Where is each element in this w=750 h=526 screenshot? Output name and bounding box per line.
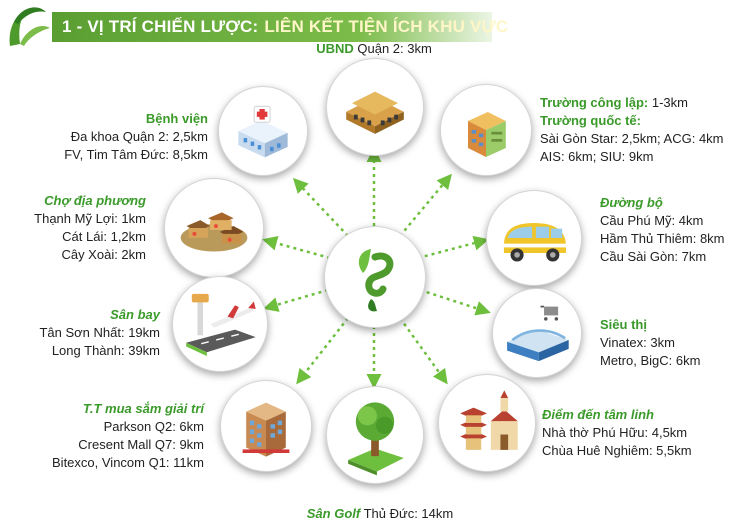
market-label: Chợ địa phương Thạnh Mỹ Lợi: 1km Cát Lái… [10, 192, 146, 264]
shopping-line-3: Bitexco, Vincom Q1: 11km [52, 455, 204, 470]
page-title: 1 - VỊ TRÍ CHIẾN LƯỢC: LIÊN KẾT TIỆN ÍCH … [62, 17, 508, 37]
supermarket-label: Siêu thị Vinatex: 3km Metro, BigC: 6km [600, 316, 750, 370]
arrow-supermarket [419, 288, 491, 316]
shopping-line-2: Cresent Mall Q7: 9km [78, 437, 204, 452]
golf-title: Sân Golf [306, 506, 361, 521]
government-building-icon [346, 91, 404, 134]
arrow-spiritual [398, 317, 448, 385]
title-part-2: LIÊN KẾT TIỆN ÍCH KHU VỰC [264, 17, 509, 36]
ubnd-title: UBND [316, 41, 354, 56]
airport-icon [186, 293, 256, 356]
market-stalls-icon [180, 212, 248, 252]
brand-logo-icon [329, 231, 421, 323]
airport-line-1: Tân Sơn Nhất: 19km [39, 325, 160, 340]
center-logo-circle [324, 226, 426, 328]
school-line-2: AIS: 6km; SIU: 9km [540, 149, 654, 164]
market-circle [164, 178, 264, 278]
airport-title: Sân bay [110, 307, 160, 322]
hospital-title: Bệnh viện [145, 111, 208, 126]
arrow-hospital [292, 177, 349, 237]
mall-building-icon [242, 402, 290, 457]
arrow-school [399, 173, 452, 237]
supermarket-title: Siêu thị [600, 317, 647, 332]
church-pagoda-icon [460, 390, 518, 450]
road-line-3: Cầu Sài Gòn: 7km [600, 249, 707, 264]
title-part-1: 1 - VỊ TRÍ CHIẾN LƯỢC: [62, 17, 259, 36]
spiritual-line-2: Chùa Huê Nghiêm: 5,5km [542, 443, 692, 458]
arrow-market [262, 235, 331, 260]
arrow-airport [263, 288, 329, 312]
road-line-1: Cầu Phú Mỹ: 4km [600, 213, 704, 228]
supermarket-icon [507, 305, 569, 362]
airport-line-2: Long Thành: 39km [51, 343, 160, 358]
hospital-icon [238, 105, 288, 158]
market-line-1: Thạnh Mỹ Lợi: 1km [34, 211, 146, 226]
school-line-1: Sài Gòn Star: 2,5km; ACG: 4km [540, 131, 724, 146]
arrow-shopping [296, 317, 349, 385]
school-label: Trường công lập: 1-3km Trường quốc tế: S… [540, 94, 750, 166]
hospital-line-2: FV, Tim Tâm Đức: 8,5km [64, 147, 208, 162]
hospital-label: Bệnh viện Đa khoa Quận 2: 2,5km FV, Tim … [36, 110, 208, 164]
school-building-icon [468, 112, 506, 157]
spiritual-label: Điểm đến tâm linh Nhà thờ Phú Hữu: 4,5km… [542, 406, 750, 460]
school-circle [440, 84, 532, 176]
shopping-line-1: Parkson Q2: 6km [103, 419, 204, 434]
supermarket-line-1: Vinatex: 3km [600, 335, 675, 350]
school-intl-title: Trường quốc tế: [540, 113, 641, 128]
hospital-line-1: Đa khoa Quận 2: 2,5km [70, 129, 208, 144]
airport-circle [172, 276, 268, 372]
shopping-circle [220, 380, 312, 472]
supermarket-circle [492, 288, 582, 378]
ubnd-distance: Quận 2: 3km [357, 41, 432, 56]
golf-circle [326, 386, 424, 484]
hospital-circle [218, 86, 308, 176]
market-line-3: Cây Xoài: 2km [61, 247, 146, 262]
arrow-road [417, 235, 489, 260]
supermarket-line-2: Metro, BigC: 6km [600, 353, 701, 368]
school-public-distance: 1-3km [651, 95, 688, 110]
road-label: Đường bộ Cầu Phú Mỹ: 4km Hầm Thủ Thiêm: … [600, 194, 750, 266]
road-circle [486, 190, 582, 286]
spiritual-circle [438, 374, 536, 472]
ubnd-circle [326, 58, 424, 156]
shopping-label: T.T mua sắm giải trí Parkson Q2: 6km Cre… [24, 400, 204, 472]
golf-distance: Thủ Đức: 14km [363, 506, 454, 521]
shopping-title: T.T mua sắm giải trí [82, 401, 204, 416]
golf-label: Sân Golf Thủ Đức: 14km [300, 505, 460, 523]
market-line-2: Cát Lái: 1,2km [62, 229, 146, 244]
school-public-title: Trường công lập: [540, 95, 649, 110]
ubnd-label: UBND Quận 2: 3km [296, 40, 452, 58]
road-title: Đường bộ [600, 195, 663, 210]
spiritual-line-1: Nhà thờ Phú Hữu: 4,5km [542, 425, 688, 440]
header-bar [52, 12, 492, 42]
brand-logo-icon [9, 7, 50, 46]
van-icon [503, 222, 566, 262]
market-title: Chợ địa phương [44, 193, 146, 208]
spiritual-title: Điểm đến tâm linh [542, 407, 654, 422]
airport-label: Sân bay Tân Sơn Nhất: 19km Long Thành: 3… [20, 306, 160, 360]
road-line-2: Hầm Thủ Thiêm: 8km [600, 231, 725, 246]
golf-tree-icon [348, 402, 404, 476]
